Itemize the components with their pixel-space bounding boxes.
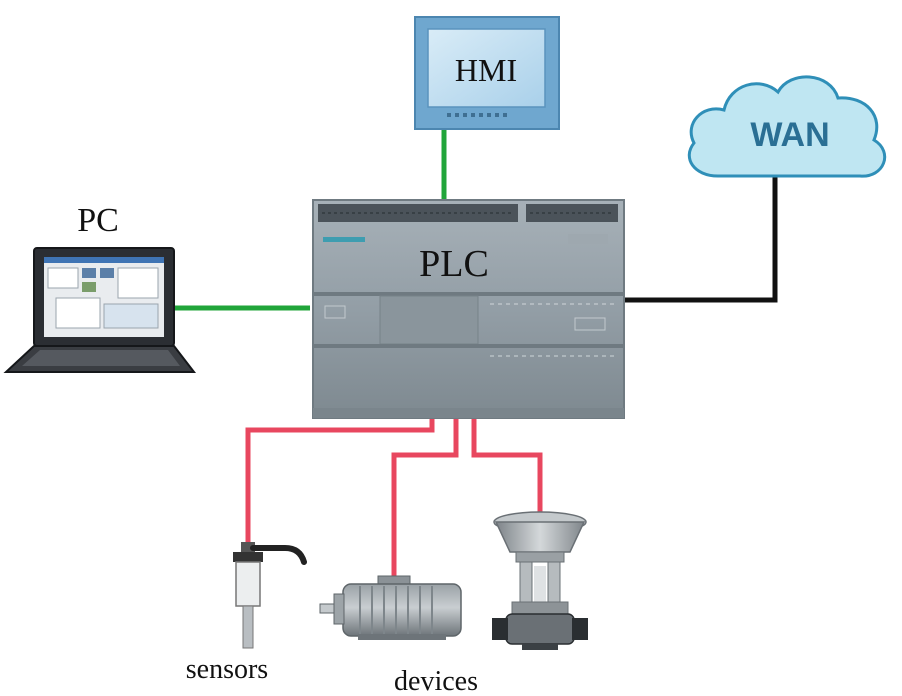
valve-icon: [492, 511, 588, 650]
pc-label: PC: [77, 202, 119, 239]
devices-label: devices: [394, 666, 478, 696]
plc-valve-link: [471, 418, 543, 512]
motor-icon: [319, 575, 462, 640]
laptop-icon: [3, 247, 197, 373]
connections: [174, 127, 778, 578]
wan-label: WAN: [750, 116, 829, 154]
plc-icon: [312, 199, 625, 419]
sensor-icon: [233, 542, 307, 649]
wan-cloud-icon: [687, 75, 887, 178]
sensors-label: sensors: [186, 654, 268, 685]
hmi-panel-icon: [414, 16, 560, 130]
hmi-label: HMI: [455, 52, 517, 88]
plc-motor-link: [391, 418, 459, 578]
plc-label: PLC: [419, 243, 489, 285]
plc-sensor-link: [245, 418, 435, 548]
plc-wan-link: [624, 170, 778, 303]
